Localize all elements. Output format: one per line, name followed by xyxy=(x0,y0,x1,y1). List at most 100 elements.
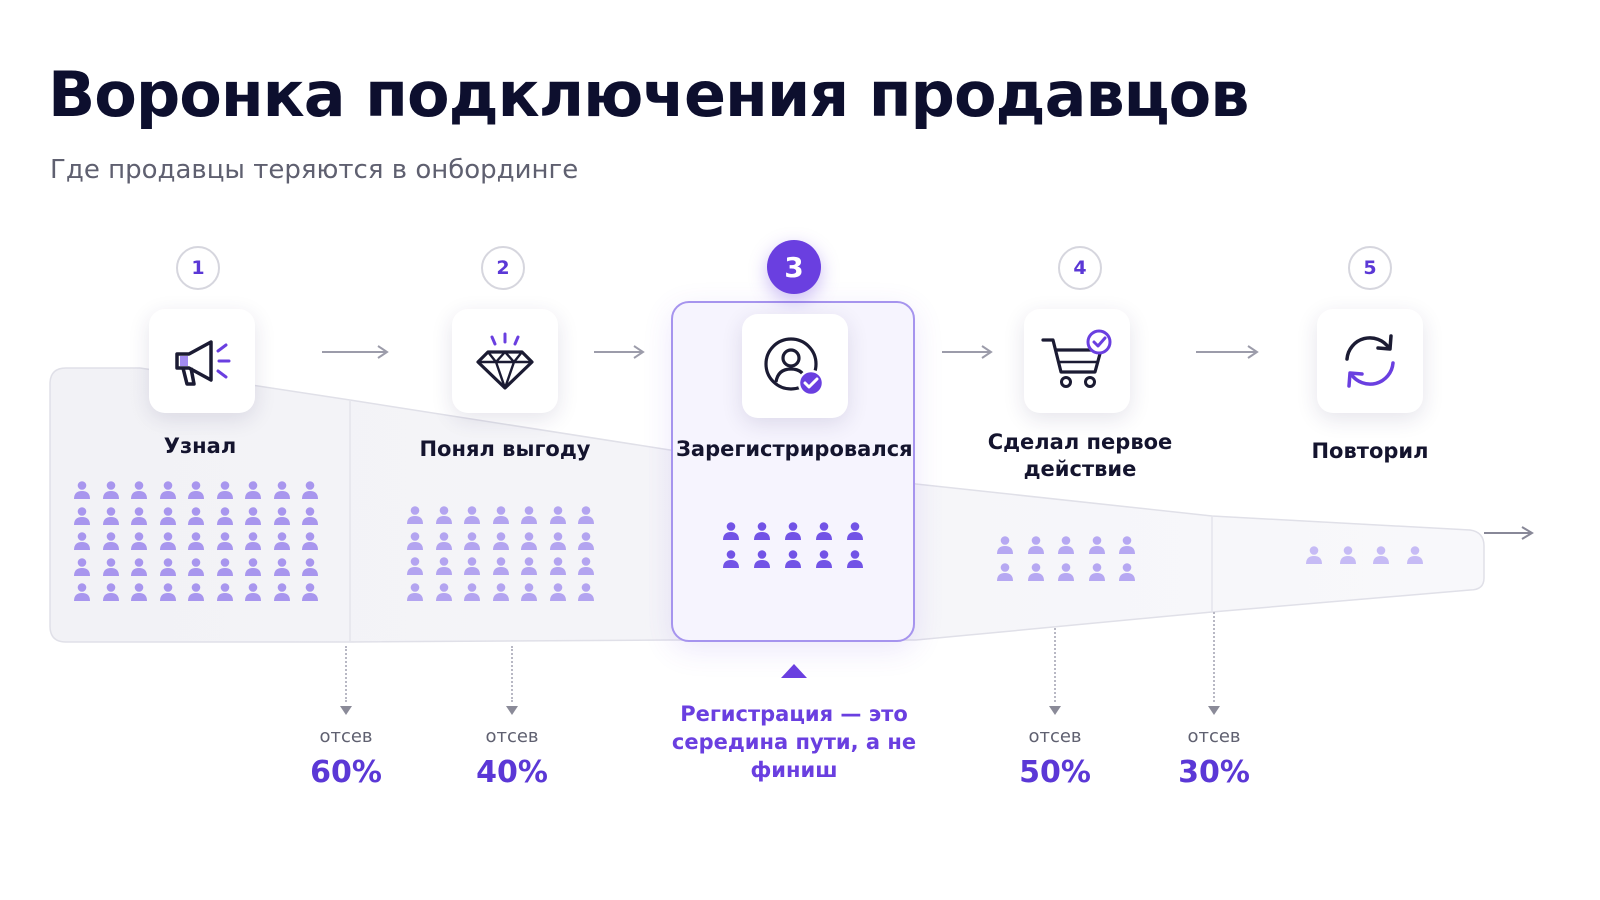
stage-1-card xyxy=(149,309,255,413)
person-icon xyxy=(549,557,566,575)
stage-label-1: Узнал xyxy=(163,434,237,458)
person-icon xyxy=(407,582,423,601)
person-icon xyxy=(159,583,176,601)
stage-4-card xyxy=(1024,309,1130,413)
person-icon xyxy=(159,557,176,576)
drop-arrow-2 xyxy=(506,706,518,715)
stage-label-5: Повторил xyxy=(1311,439,1429,463)
person-icon xyxy=(1058,563,1074,581)
person-icon xyxy=(492,506,509,524)
step-number-4: 4 xyxy=(1058,246,1102,290)
person-icon xyxy=(131,583,147,601)
person-icon xyxy=(754,550,770,568)
drop-label-2: отсев xyxy=(485,726,539,747)
step-number-1: 1 xyxy=(176,246,220,290)
person-icon xyxy=(74,532,90,550)
person-icon xyxy=(1119,563,1135,581)
person-icon xyxy=(754,522,770,540)
person-icon xyxy=(549,582,566,601)
person-icon xyxy=(302,481,318,499)
stage-3-card xyxy=(742,314,848,418)
arrow-right-icon xyxy=(322,345,389,359)
person-icon xyxy=(435,557,452,575)
person-icon xyxy=(1339,546,1356,564)
person-icon xyxy=(549,506,566,524)
person-icon xyxy=(407,531,423,550)
person-icon xyxy=(216,583,233,601)
person-icon xyxy=(1306,546,1322,564)
person-icon xyxy=(159,481,176,499)
person-icon xyxy=(521,557,537,575)
person-icon xyxy=(492,557,509,575)
drop-line-4 xyxy=(1213,612,1215,702)
person-icon xyxy=(578,582,594,601)
drop-line-1 xyxy=(345,646,347,702)
drop-line-2 xyxy=(511,646,513,702)
drop-arrow-4 xyxy=(1208,706,1220,715)
drop-line-3 xyxy=(1054,628,1056,702)
person-icon xyxy=(521,582,537,601)
person-icon xyxy=(74,481,90,499)
drop-value-1: 60% xyxy=(310,755,382,790)
refresh-icon xyxy=(1345,334,1395,388)
note-pointer xyxy=(781,664,807,678)
registration-note: Регистрация — это середина пути, а не фи… xyxy=(671,702,917,782)
person-icon xyxy=(847,550,863,568)
person-icon xyxy=(273,557,290,576)
drop-value-2: 40% xyxy=(476,755,548,790)
person-icon xyxy=(464,557,480,575)
person-icon xyxy=(435,531,452,550)
person-icon xyxy=(785,550,801,568)
page-subtitle: Где продавцы теряются в онбординге xyxy=(50,155,579,185)
person-icon xyxy=(492,531,509,550)
person-icon xyxy=(1088,536,1105,554)
person-icon xyxy=(102,557,119,576)
person-icon xyxy=(1027,536,1044,554)
megaphone-icon xyxy=(175,340,231,386)
drop-arrow-1 xyxy=(340,706,352,715)
person-icon xyxy=(816,550,832,568)
person-icon xyxy=(102,506,119,525)
person-icon xyxy=(74,583,90,601)
drop-label-4: отсев xyxy=(1187,726,1241,747)
person-icon xyxy=(188,583,204,601)
person-icon xyxy=(302,557,318,576)
drop-value-4: 30% xyxy=(1178,755,1250,790)
person-icon xyxy=(435,506,452,524)
person-icon xyxy=(578,557,594,575)
person-icon xyxy=(74,506,90,525)
step-number-5: 5 xyxy=(1348,246,1392,290)
person-icon xyxy=(492,582,509,601)
person-icon xyxy=(464,531,480,550)
person-icon xyxy=(102,583,119,601)
drop-value-3: 50% xyxy=(1019,755,1091,790)
person-icon xyxy=(407,506,423,524)
person-icon xyxy=(245,557,261,576)
person-icon xyxy=(847,522,863,540)
page-title: Воронка подключения продавцов xyxy=(48,58,1249,131)
person-icon xyxy=(102,532,119,550)
person-icon xyxy=(464,506,480,524)
person-icon xyxy=(435,582,452,601)
arrow-right-icon xyxy=(942,345,993,359)
stage-label-4: Сделал первое действие xyxy=(987,430,1173,481)
stage-label-3: Зарегистрировался xyxy=(676,437,913,461)
person-icon xyxy=(1406,546,1423,564)
person-icon xyxy=(273,506,290,525)
person-icon xyxy=(216,557,233,576)
person-icon xyxy=(188,557,204,576)
person-icon xyxy=(1119,536,1135,554)
person-icon xyxy=(131,481,147,499)
person-icon xyxy=(785,522,801,540)
person-icon xyxy=(102,481,119,499)
step-number-3: 3 xyxy=(767,240,821,294)
person-icon xyxy=(1373,546,1389,564)
person-icon xyxy=(1058,536,1074,554)
person-icon xyxy=(131,506,147,525)
person-icon xyxy=(521,531,537,550)
step-number-2: 2 xyxy=(481,246,525,290)
cart-check-icon xyxy=(1041,329,1112,388)
person-icon xyxy=(245,481,261,499)
person-icon xyxy=(407,557,423,575)
person-icon xyxy=(273,583,290,601)
